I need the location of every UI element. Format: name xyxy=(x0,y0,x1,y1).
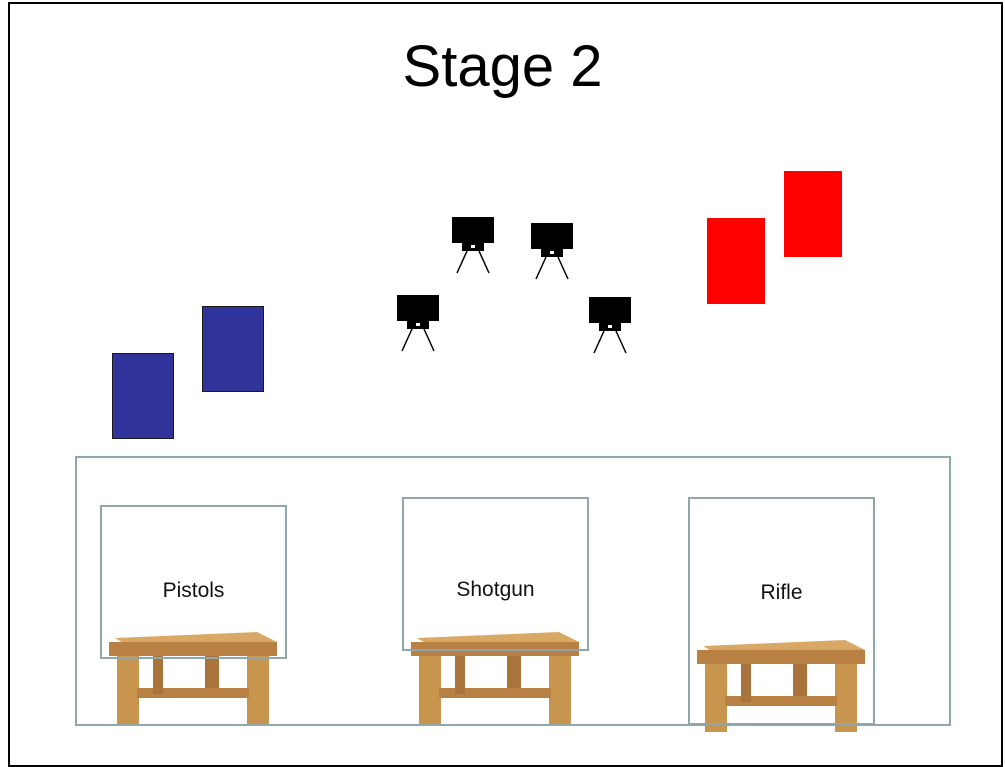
paper-target-blue-1 xyxy=(112,353,174,439)
paper-target-red-2 xyxy=(784,171,842,257)
paper-target-blue-2 xyxy=(202,306,264,392)
wooden-table-icon xyxy=(411,632,579,724)
station-label: Shotgun xyxy=(456,578,535,601)
stage-title: Stage 2 xyxy=(402,34,603,99)
station-label: Pistols xyxy=(162,579,225,602)
wooden-table-icon xyxy=(109,632,277,724)
steel-target-icon xyxy=(397,295,439,352)
station-shotgun: Shotgun xyxy=(402,497,589,651)
steel-target-icon xyxy=(531,223,573,280)
station-rifle: Rifle xyxy=(688,497,875,725)
paper-target-red-1 xyxy=(707,218,765,304)
station-pistols: Pistols xyxy=(100,505,287,659)
steel-target-icon xyxy=(589,297,631,354)
shooting-bay xyxy=(75,456,951,726)
station-label: Rifle xyxy=(760,581,803,604)
wooden-table-icon xyxy=(697,640,865,732)
steel-target-icon xyxy=(452,217,494,274)
